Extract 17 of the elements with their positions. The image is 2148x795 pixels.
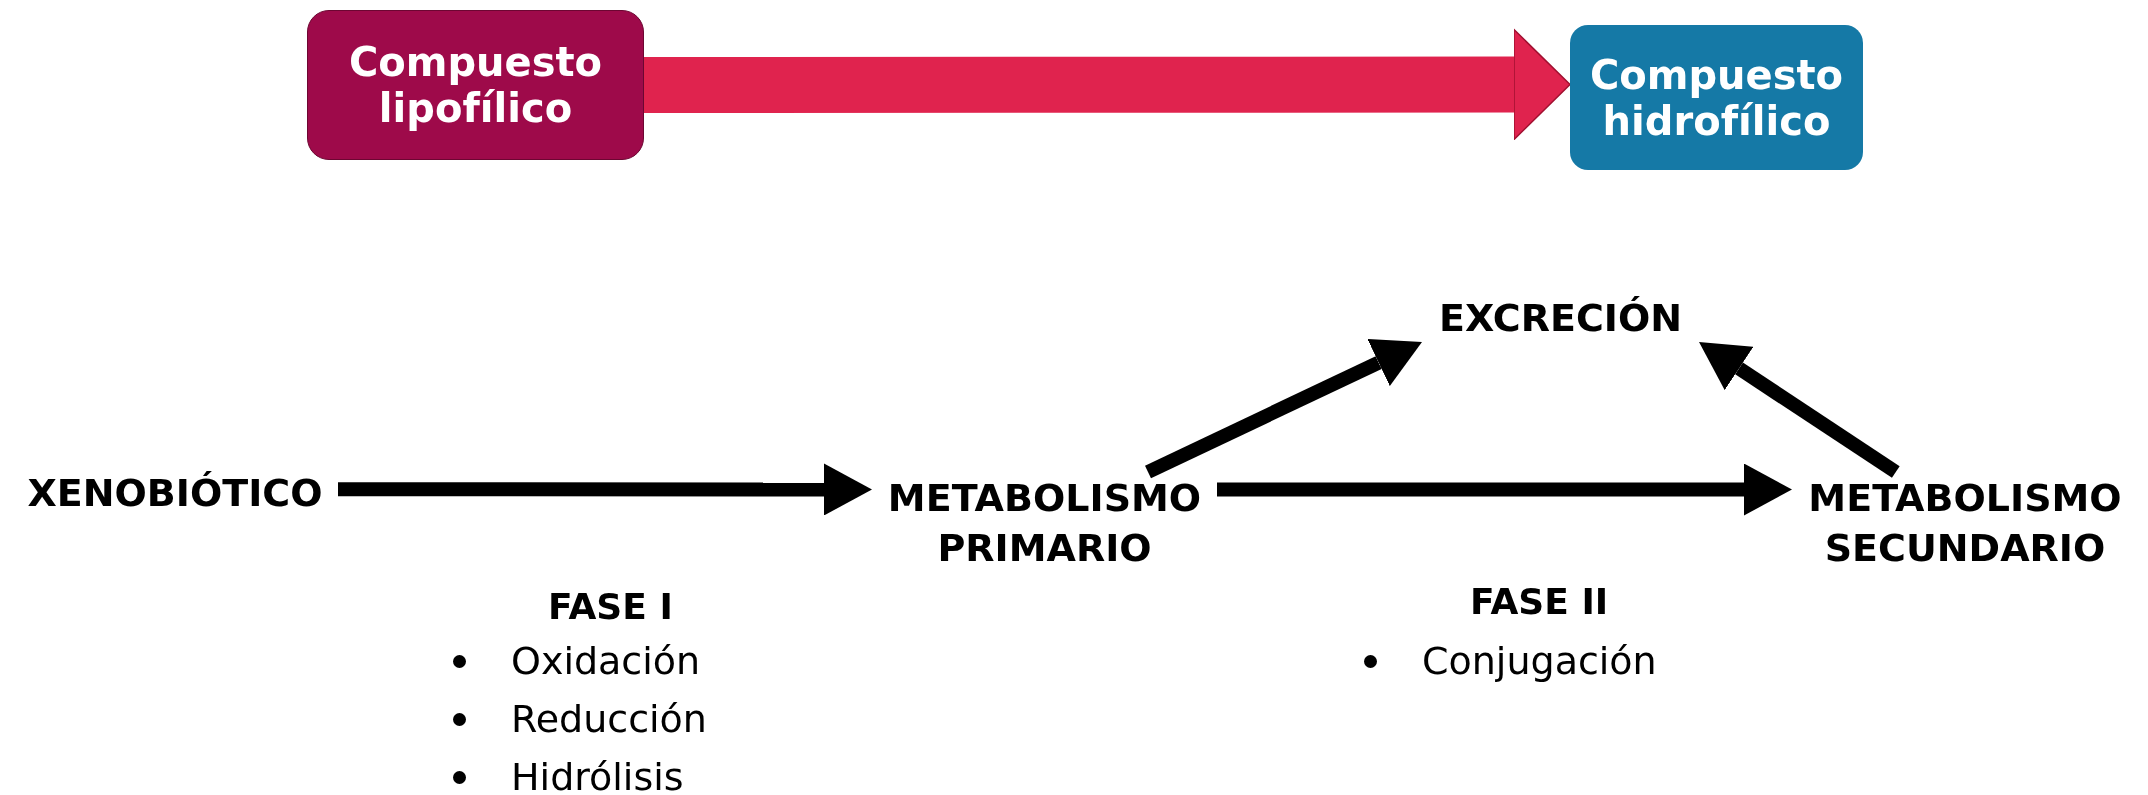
stage-label: METABOLISMO PRIMARIO xyxy=(872,472,1217,575)
process-box: Compuesto lipofílico xyxy=(307,10,644,160)
stage-label: EXCRECIÓN xyxy=(1422,295,1699,342)
arrow xyxy=(1217,463,1792,516)
reaction-label: Hidrólisis xyxy=(511,754,684,795)
phase-label: FASE II xyxy=(1470,580,1609,624)
arrow xyxy=(643,28,1571,141)
arrow xyxy=(1145,339,1422,479)
arrow xyxy=(1699,342,1900,478)
reaction-label: Oxidación xyxy=(511,638,701,685)
phase-label: FASE I xyxy=(548,585,673,629)
stage-label: XENOBIÓTICO xyxy=(12,466,338,520)
process-box: Compuesto hidrofílico xyxy=(1570,25,1863,170)
arrow xyxy=(338,463,872,516)
stage-label: METABOLISMO SECUNDARIO xyxy=(1792,472,2138,575)
reaction-label: Reducción xyxy=(511,696,707,743)
reaction-label: Conjugación xyxy=(1422,638,1657,685)
